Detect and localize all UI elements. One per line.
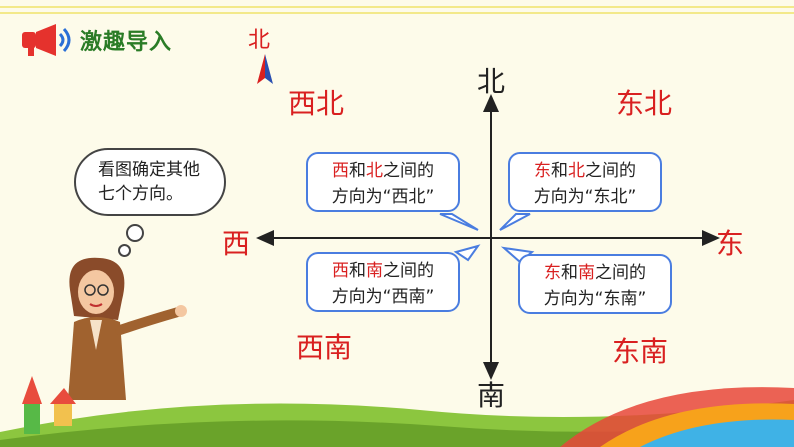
north-arrow-icon <box>257 54 273 84</box>
teacher-illustration <box>68 257 187 400</box>
bottom-landscape <box>0 376 794 447</box>
top-stripe-1 <box>0 6 794 8</box>
bubble-southwest: 西和南之间的 方向为“西南” <box>306 252 460 312</box>
megaphone-icon <box>22 24 71 56</box>
top-stripe-2 <box>0 12 794 14</box>
axis-north: 北 <box>477 65 506 98</box>
compass-north-label: 北 <box>248 28 271 53</box>
thought-dot-2 <box>118 244 131 257</box>
axis-south: 南 <box>477 379 506 412</box>
direction-southwest: 西南 <box>296 331 353 364</box>
page-title: 激趣导入 <box>80 30 173 55</box>
bubble-northeast: 东和北之间的 方向为“东北” <box>508 152 662 212</box>
direction-southeast: 东南 <box>612 335 669 368</box>
axis-west: 西 <box>222 227 251 260</box>
bubble-southeast: 东和南之间的 方向为“东南” <box>518 254 672 314</box>
bubble-northwest: 西和北之间的 方向为“西北” <box>306 152 460 212</box>
thought-bubble: 看图确定其他 七个方向。 <box>74 148 226 216</box>
axis-east: 东 <box>716 227 745 260</box>
direction-northwest: 西北 <box>288 87 345 120</box>
thought-dot-1 <box>126 224 144 242</box>
direction-northeast: 东北 <box>616 87 673 120</box>
